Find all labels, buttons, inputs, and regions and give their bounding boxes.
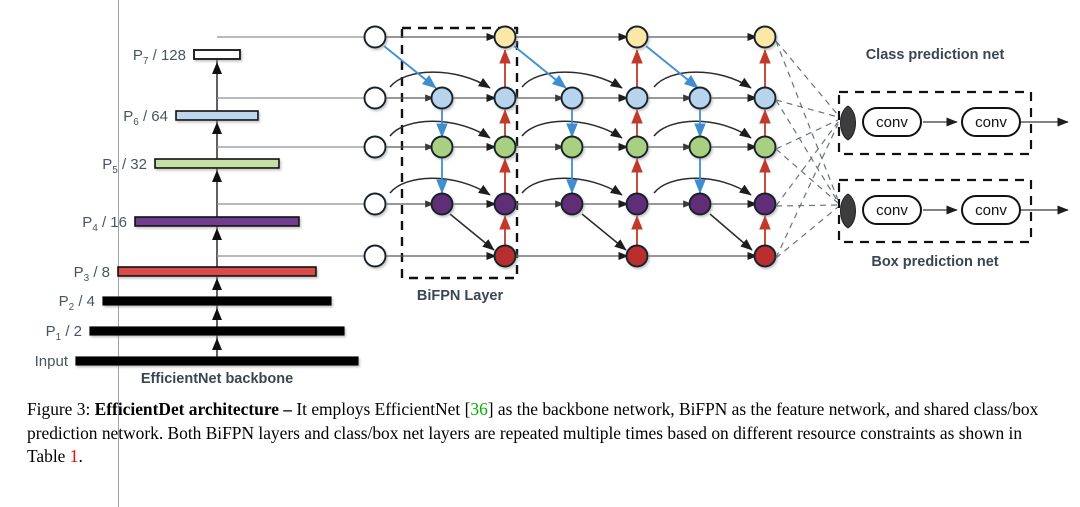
class-conv-2 [961, 107, 1021, 137]
node-p6-out-1 [493, 86, 517, 110]
node-p5-mid-3 [688, 135, 712, 159]
bifpn-topdown-edges [383, 45, 706, 194]
caption-body-2: ] as the backbone network, BiFPN as the … [27, 399, 1039, 467]
bifpn-nodes [363, 25, 777, 268]
caption-dash: – [278, 399, 297, 419]
node-p5-out-3 [753, 135, 777, 159]
class-conv-1-label: conv [876, 114, 908, 131]
node-p4-mid-1 [430, 192, 454, 216]
box-prediction-net: conv conv Box prediction net [837, 178, 1069, 270]
backbone-group: P7 / 128 P6 / 64 P5 / 32 P4 / 16 P3 / 8 … [35, 36, 368, 387]
backbone-feed-lines [217, 36, 368, 257]
caption-body-3: . [78, 446, 83, 467]
node-p5-out-1 [493, 135, 517, 159]
caption-prefix: Figure 3: [27, 399, 95, 419]
box-prediction-net-label: Box prediction net [871, 254, 998, 270]
backbone-caption-label: EfficientNet backbone [141, 371, 293, 387]
efficientdet-diagram: P7 / 128 P6 / 64 P5 / 32 P4 / 16 P3 / 8 … [35, 25, 1069, 387]
backbone-bar-p2 [102, 296, 332, 306]
bifpn-layer-label: BiFPN Layer [417, 288, 504, 304]
node-p4-mid-2 [560, 192, 584, 216]
node-p5-mid-1 [430, 135, 454, 159]
class-conv-1 [862, 107, 922, 137]
node-p6-mid-2 [560, 86, 584, 110]
citation-36[interactable]: 36 [470, 399, 488, 419]
node-p3-3 [753, 244, 777, 268]
backbone-bar-p6 [175, 110, 259, 121]
bifpn-horizontal-rails [385, 32, 758, 261]
node-p6-mid-1 [430, 86, 454, 110]
backbone-bar-p7 [193, 49, 241, 60]
backbone-up-arrows [212, 62, 222, 350]
backbone-bar-input [75, 356, 359, 366]
backbone-bars [75, 49, 359, 366]
page-frame-border [118, 0, 119, 507]
figure-caption: Figure 3: EfficientDet architecture – It… [27, 398, 1057, 469]
node-p4-out-3 [753, 192, 777, 216]
node-p4-mid-3 [688, 192, 712, 216]
level-label-p4: P4 / 16 [82, 214, 127, 234]
node-p3-2 [625, 244, 649, 268]
caption-body-1: It employs EfficientNet [ [296, 399, 471, 419]
node-input-p7 [363, 25, 387, 49]
bifpn-skip-connections [389, 71, 753, 251]
level-label-p3: P3 / 8 [74, 264, 110, 284]
backbone-bar-p4 [134, 216, 300, 227]
head-fanout-edges [775, 40, 839, 259]
class-conv-2-label: conv [975, 114, 1007, 131]
node-input-p6 [363, 86, 387, 110]
node-p5-out-2 [625, 135, 649, 159]
backbone-bar-p3 [117, 266, 317, 277]
box-conv-1 [862, 195, 922, 225]
bifpn-layer-box: BiFPN Layer [400, 26, 519, 304]
level-label-p1: P1 / 2 [46, 323, 82, 343]
citation-table-1[interactable]: 1 [69, 446, 79, 467]
node-p7-2 [625, 25, 649, 49]
level-label-input: Input [35, 353, 69, 370]
level-label-p2: P2 / 4 [59, 293, 95, 313]
box-net-input-lens [840, 193, 856, 229]
node-p6-mid-3 [688, 86, 712, 110]
box-conv-2-label: conv [975, 202, 1007, 219]
node-p6-out-3 [753, 86, 777, 110]
node-p6-out-2 [625, 86, 649, 110]
node-p7-1 [493, 25, 517, 49]
node-input-p4 [363, 192, 387, 216]
node-input-p5 [363, 135, 387, 159]
box-conv-1-label: conv [876, 202, 908, 219]
node-input-p3 [363, 244, 387, 268]
bifpn-bottomup-edges [499, 49, 771, 246]
backbone-bar-p5 [154, 158, 280, 169]
backbone-level-labels: P7 / 128 P6 / 64 P5 / 32 P4 / 16 P3 / 8 … [35, 47, 186, 370]
node-p4-out-2 [625, 192, 649, 216]
level-label-p7: P7 / 128 [133, 47, 186, 67]
class-prediction-net: Class prediction net conv conv [837, 47, 1069, 156]
node-p7-3 [753, 25, 777, 49]
node-p3-1 [493, 244, 517, 268]
caption-title: EfficientDet architecture [94, 399, 279, 419]
level-label-p6: P6 / 64 [123, 108, 168, 128]
level-label-p5: P5 / 32 [102, 156, 147, 176]
class-net-input-lens [840, 105, 856, 141]
node-p4-out-1 [493, 192, 517, 216]
box-conv-2 [961, 195, 1021, 225]
node-p5-mid-2 [560, 135, 584, 159]
backbone-bar-p1 [89, 326, 345, 336]
class-prediction-net-label: Class prediction net [866, 47, 1005, 63]
